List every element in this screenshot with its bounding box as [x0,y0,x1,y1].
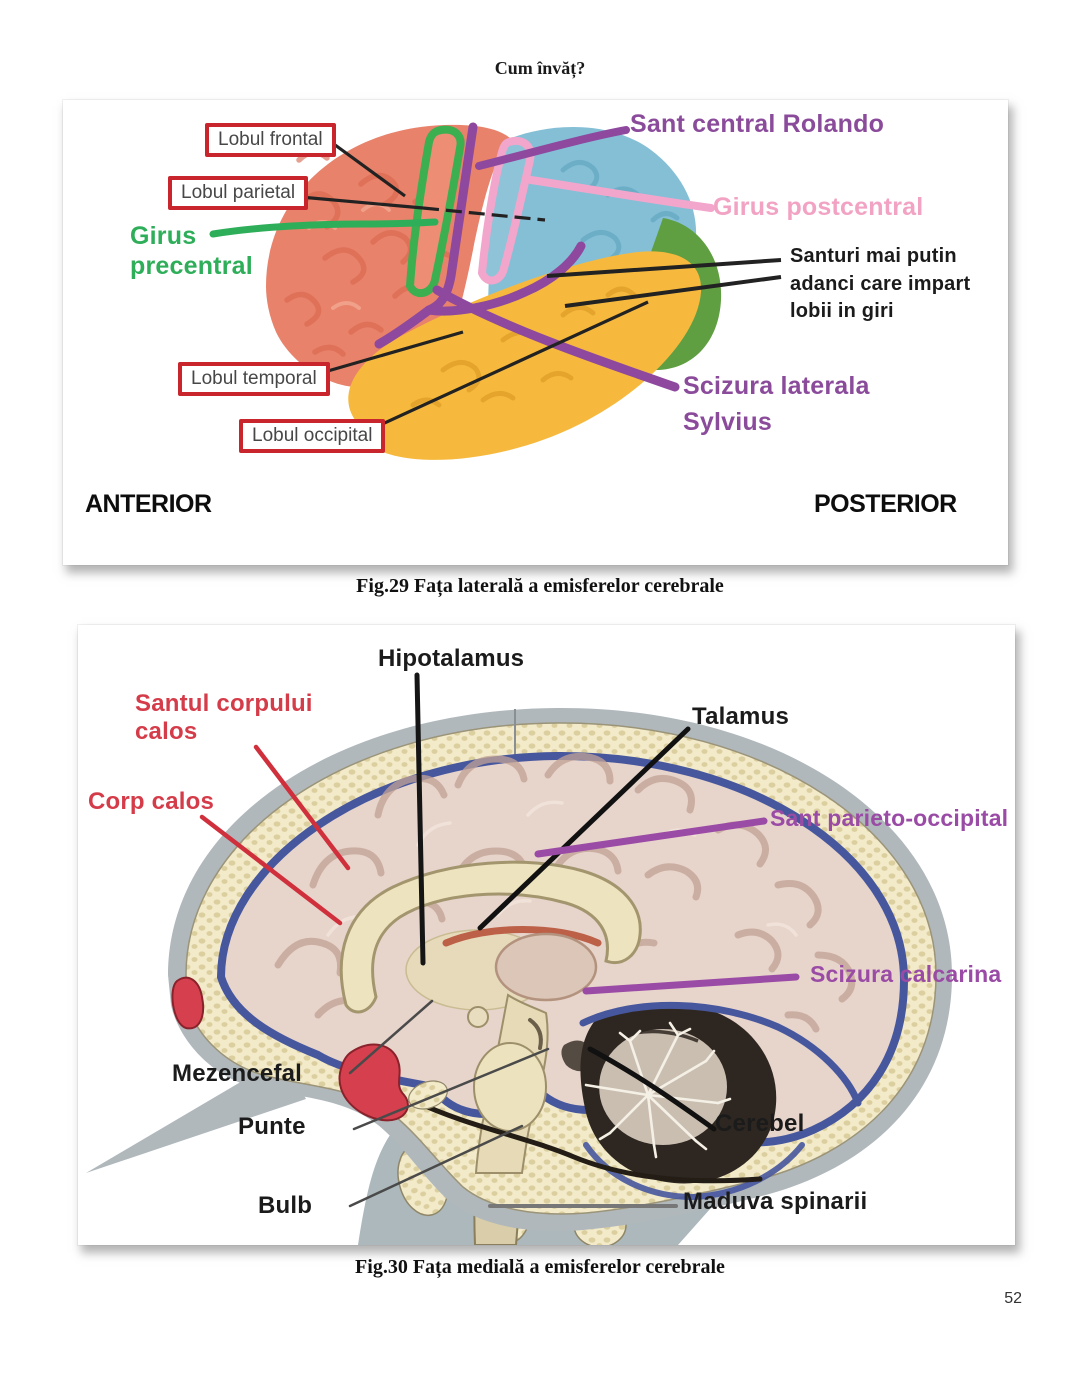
label-lobul-occipital: Lobul occipital [239,419,386,453]
label-girus-postcentral: Girus postcentral [713,193,924,221]
label-talamus: Talamus [692,703,789,730]
label-punte: Punte [238,1113,306,1140]
precentral-gyrus-strip [406,125,465,298]
pointer-lines [288,140,782,434]
figure-29-lateral-brain: Lobul frontal Lobul parietal Girus prece… [63,100,1008,565]
precentral-pointer [209,218,439,238]
rolando-pointer [475,126,630,170]
label-lobul-temporal: Lobul temporal [178,362,330,396]
label-santul-corpului-calos: Santul corpului calos [135,690,313,746]
label-lobul-parietal-text: Lobul parietal [181,182,296,203]
sinus-red-shapes [171,976,409,1122]
label-scizura-laterala: Scizura laterala Sylvius [683,372,870,437]
label-sant-central-rolando: Sant central Rolando [630,110,885,138]
lateral-fissure-pointer [432,285,680,392]
page-number: 52 [1004,1290,1022,1307]
central-sulcus-line [374,122,586,349]
lateral-brain-illustration [209,122,782,460]
label-lobul-occipital-text: Lobul occipital [252,425,373,446]
figure-30-caption: Fig.30 Fața medială a emisferelor cerebr… [355,1256,725,1278]
label-girus-precentral: Girus precentral [130,222,253,280]
pointer-lines-2 [199,672,800,1208]
label-cerebel: Cerebel [715,1110,805,1137]
label-anterior: ANTERIOR [85,490,212,518]
label-maduva-spinarii: Maduva spinarii [683,1188,868,1215]
label-posterior: POSTERIOR [814,490,957,518]
figure-29-caption: Fig.29 Fața laterală a emisferelor cereb… [356,575,724,597]
figure-30-medial-brain: Hipotalamus Santul corpului calos Corp c… [78,625,1015,1245]
label-sant-parieto-occipital: Sant parieto-occipital [770,805,1009,831]
label-bulb: Bulb [258,1192,313,1219]
postcentral-pointer [527,176,715,212]
label-lobul-temporal-text: Lobul temporal [191,368,317,389]
label-scizura-calcarina: Scizura calcarina [810,961,1002,987]
label-lobul-parietal: Lobul parietal [168,176,309,210]
label-santuri-note: Santuri mai putin adanci care impart lob… [790,245,971,323]
label-mezencefal: Mezencefal [172,1060,303,1087]
skull-base-line [411,1098,763,1184]
page-header: Cum învăț? [494,58,586,78]
corpus-callosum [339,860,642,1028]
label-lobul-frontal: Lobul frontal [205,123,336,157]
medial-brain-illustration [86,672,952,1245]
label-hipotalamus: Hipotalamus [378,645,525,672]
label-lobul-frontal-text: Lobul frontal [218,129,323,150]
postcentral-gyrus-strip [478,137,535,285]
label-corp-calos: Corp calos [88,788,215,815]
thalamus-shape [494,932,598,1002]
